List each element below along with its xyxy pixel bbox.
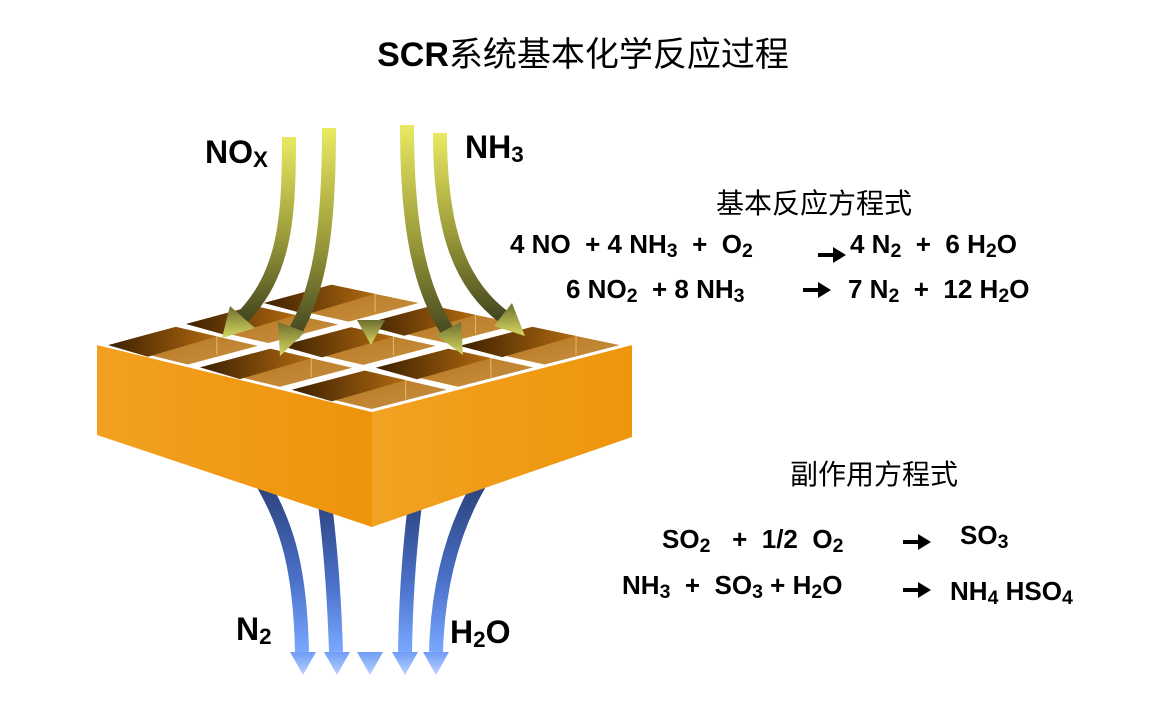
equation-term: O — [1009, 274, 1030, 304]
catalyst-cell-wall — [459, 326, 577, 358]
inlet-arrow — [286, 127, 336, 339]
equation-term: O — [996, 229, 1017, 259]
outlet-arrowhead — [357, 652, 383, 675]
equation-products: NH4 HSO4 — [950, 576, 1073, 610]
equation-subscript: 4 — [987, 586, 999, 609]
outlet-arrowhead — [423, 652, 449, 675]
reaction-arrow-icon — [818, 247, 846, 263]
equation-subscript: 3 — [752, 580, 763, 603]
equation-subscript: 3 — [659, 580, 671, 603]
equation-term: + 8 NH — [637, 274, 734, 304]
catalyst-left-face — [97, 345, 372, 527]
reaction-arrow-icon — [903, 534, 931, 550]
equation-products: 4 N2 + 6 H2O — [850, 229, 1017, 263]
equation-reactants: SO2 + 1/2 O2 — [662, 524, 844, 557]
inlet-arrowhead — [494, 303, 525, 336]
equation-term: + 6 H — [901, 229, 986, 259]
equation-subscript: 2 — [811, 580, 823, 603]
equation-subscript: 2 — [699, 534, 711, 557]
equation-arrows — [803, 247, 931, 598]
catalyst-cell-wall — [280, 327, 394, 358]
inlet-arrowhead — [278, 322, 305, 356]
equation-subscript: 3 — [997, 530, 1009, 553]
catalyst-cell-wall — [263, 284, 376, 315]
outlet-arrowhead — [290, 652, 316, 675]
label-n2-outlet: N2 — [236, 611, 272, 650]
equation-term: + H — [762, 570, 812, 600]
side-equation-2: NH3 + SO3 + H2O — [622, 570, 842, 604]
equation-subscript: 2 — [741, 239, 753, 262]
equation-products: SO3 — [960, 520, 1008, 554]
equation-term: 7 N — [848, 274, 889, 304]
equation-subscript: 4 — [1062, 586, 1073, 609]
equation-subscript: 2 — [998, 284, 1010, 307]
equation-term: + 1/2 O — [710, 524, 833, 554]
side-equation-1: SO2 + 1/2 O2 — [662, 524, 843, 558]
reaction-arrow-icon — [903, 582, 931, 598]
catalyst-cell-wall — [108, 326, 217, 357]
equation-term: NH — [622, 570, 660, 600]
equation-products: 7 N2 + 12 H2O — [848, 274, 1029, 308]
side-reactions-heading: 副作用方程式 — [790, 458, 959, 491]
catalyst-cell-wall — [361, 305, 476, 336]
equation-term: + 12 H — [899, 274, 999, 304]
label-nh3-inlet: NH3 — [465, 129, 524, 168]
equation-term: NH — [950, 576, 988, 606]
equation-subscript: 2 — [888, 284, 900, 307]
equation-term: 4 N — [850, 229, 891, 259]
equation-term: 4 NO — [510, 229, 571, 259]
inlet-arrow — [433, 132, 510, 324]
basic-equation-2: 6 NO2 + 8 NH3 — [566, 274, 745, 308]
equation-term: 6 NO — [566, 274, 627, 304]
equation-subscript: 2 — [985, 239, 997, 262]
equation-reactants: NH3 + SO3 + H2O — [622, 570, 843, 603]
inlet-arrow — [400, 124, 456, 339]
equation-subscript: 2 — [832, 534, 844, 557]
catalyst-cell-wall — [200, 348, 312, 380]
equation-term: HSO — [998, 576, 1062, 606]
basic-equation-1: 4 NO + 4 NH3 + O2 — [510, 229, 753, 263]
inlet-arrowhead — [357, 320, 385, 345]
label-nox: NOX — [205, 134, 268, 173]
outlet-arrowhead — [392, 652, 418, 675]
catalyst-cell-wall — [375, 348, 491, 380]
reaction-arrow-icon — [803, 282, 831, 298]
equation-subscript: 3 — [733, 284, 745, 307]
inlet-arrow — [234, 136, 296, 325]
equation-reactants: 4 NO + 4 NH3 + O2 — [510, 229, 753, 262]
equation-term: + 4 NH — [570, 229, 667, 259]
equation-term: SO — [960, 520, 998, 550]
equation-term: + O — [677, 229, 742, 259]
equation-term: O — [822, 570, 843, 600]
inlet-arrowhead — [222, 306, 255, 338]
catalyst-right-face — [372, 345, 632, 527]
page-title: SCR系统基本化学反应过程 — [377, 35, 789, 75]
equation-subscript: 3 — [666, 239, 678, 262]
inlet-arrowhead — [436, 322, 463, 355]
equation-reactants: 6 NO2 + 8 NH3 — [566, 274, 745, 307]
equation-subscript: 2 — [626, 284, 638, 307]
equation-subscript: 2 — [890, 239, 902, 262]
equation-term: + SO — [670, 570, 753, 600]
equation-term: SO — [662, 524, 700, 554]
label-h2o-outlet: H2O — [450, 614, 511, 653]
basic-reactions-heading: 基本反应方程式 — [716, 187, 913, 220]
inlet-flow-arrows — [222, 118, 525, 356]
catalyst-cell-wall — [291, 370, 406, 402]
outlet-arrowhead — [324, 652, 350, 675]
